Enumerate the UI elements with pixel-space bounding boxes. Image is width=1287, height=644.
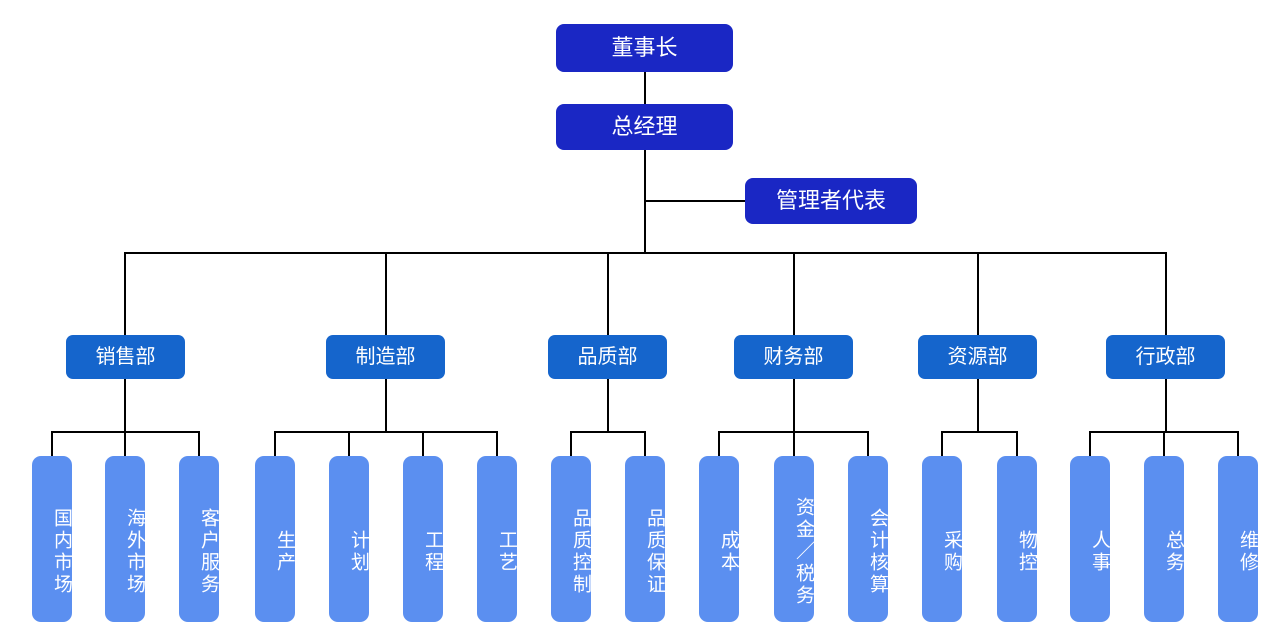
connector-sales-to-overseas-market: [124, 431, 126, 456]
node-customer-service[interactable]: 客户服务: [179, 456, 219, 622]
node-purchasing[interactable]: 采购: [922, 456, 962, 622]
connector-department-bus: [124, 252, 1166, 254]
connector-resources-stem: [977, 379, 979, 432]
node-quality-assurance-label: 品质保证: [644, 508, 665, 596]
connector-drop-sales: [124, 252, 126, 335]
connector-administration-stem: [1165, 379, 1167, 432]
connector-administration-to-general-affairs: [1163, 431, 1165, 456]
node-human-resources-label: 人事: [1089, 530, 1110, 574]
node-production[interactable]: 生产: [255, 456, 295, 622]
connector-quality-bus: [570, 431, 645, 433]
node-funds-tax[interactable]: 资金／税务: [774, 456, 814, 622]
node-finance-label: 财务部: [763, 345, 824, 368]
node-production-label: 生产: [274, 530, 295, 574]
node-domestic-market-label: 国内市场: [51, 508, 72, 596]
node-cost-label: 成本: [718, 530, 739, 574]
connector-manufacturing-to-production: [274, 431, 276, 456]
connector-drop-administration: [1165, 252, 1167, 335]
node-general-affairs-label: 总务: [1163, 530, 1184, 574]
node-funds-tax-label: 资金／税务: [793, 497, 814, 607]
connector-drop-resources: [977, 252, 979, 335]
node-quality-control[interactable]: 品质控制: [551, 456, 591, 622]
connector-drop-quality: [607, 252, 609, 335]
node-domestic-market[interactable]: 国内市场: [32, 456, 72, 622]
connector-sales-to-domestic-market: [51, 431, 53, 456]
node-quality[interactable]: 品质部: [548, 335, 667, 379]
connector-finance-to-funds-tax: [793, 431, 795, 456]
node-planning-label: 计划: [348, 530, 369, 574]
connector-drop-finance: [793, 252, 795, 335]
node-process[interactable]: 工艺: [477, 456, 517, 622]
node-management-representative-label: 管理者代表: [775, 188, 886, 214]
node-cost[interactable]: 成本: [699, 456, 739, 622]
node-sales[interactable]: 销售部: [66, 335, 185, 379]
node-quality-control-label: 品质控制: [570, 508, 591, 596]
node-administration[interactable]: 行政部: [1106, 335, 1225, 379]
node-human-resources[interactable]: 人事: [1070, 456, 1110, 622]
connector-manufacturing-to-process: [496, 431, 498, 456]
connector-sales-to-customer-service: [198, 431, 200, 456]
node-process-label: 工艺: [496, 530, 517, 574]
connector-manufacturing-to-engineering: [422, 431, 424, 456]
node-purchasing-label: 采购: [941, 530, 962, 574]
node-material-control[interactable]: 物控: [997, 456, 1037, 622]
connector-resources-bus: [941, 431, 1017, 433]
node-accounting[interactable]: 会计核算: [848, 456, 888, 622]
node-manufacturing[interactable]: 制造部: [326, 335, 445, 379]
node-finance[interactable]: 财务部: [734, 335, 853, 379]
node-general-manager-label: 总经理: [611, 114, 678, 140]
connector-finance-stem: [793, 379, 795, 432]
connector-chairman-to-gm: [644, 72, 646, 104]
node-overseas-market[interactable]: 海外市场: [105, 456, 145, 622]
connector-administration-to-human-resources: [1089, 431, 1091, 456]
node-chairman-label: 董事长: [611, 35, 678, 61]
connector-manufacturing-to-planning: [348, 431, 350, 456]
node-engineering[interactable]: 工程: [403, 456, 443, 622]
connector-finance-to-cost: [718, 431, 720, 456]
node-general-affairs[interactable]: 总务: [1144, 456, 1184, 622]
connector-gm-to-management-rep: [644, 200, 745, 202]
node-resources-label: 资源部: [947, 345, 1008, 368]
node-general-manager[interactable]: 总经理: [556, 104, 733, 150]
node-accounting-label: 会计核算: [867, 508, 888, 596]
node-maintenance-label: 维修: [1237, 530, 1258, 574]
connector-quality-to-quality-assurance: [644, 431, 646, 456]
connector-finance-to-accounting: [867, 431, 869, 456]
connector-manufacturing-bus: [274, 431, 496, 433]
node-engineering-label: 工程: [422, 530, 443, 574]
node-resources[interactable]: 资源部: [918, 335, 1037, 379]
connector-manufacturing-stem: [385, 379, 387, 432]
connector-sales-stem: [124, 379, 126, 432]
node-maintenance[interactable]: 维修: [1218, 456, 1258, 622]
connector-drop-manufacturing: [385, 252, 387, 335]
connector-resources-to-purchasing: [941, 431, 943, 456]
node-overseas-market-label: 海外市场: [124, 508, 145, 596]
node-chairman[interactable]: 董事长: [556, 24, 733, 72]
node-management-representative[interactable]: 管理者代表: [745, 178, 917, 224]
node-sales-label: 销售部: [95, 345, 156, 368]
node-material-control-label: 物控: [1016, 530, 1037, 574]
node-manufacturing-label: 制造部: [355, 345, 416, 368]
node-planning[interactable]: 计划: [329, 456, 369, 622]
node-administration-label: 行政部: [1135, 345, 1196, 368]
node-quality-label: 品质部: [577, 345, 638, 368]
connector-quality-to-quality-control: [570, 431, 572, 456]
connector-resources-to-material-control: [1016, 431, 1018, 456]
node-quality-assurance[interactable]: 品质保证: [625, 456, 665, 622]
connector-quality-stem: [607, 379, 609, 432]
node-customer-service-label: 客户服务: [198, 508, 219, 596]
connector-administration-to-maintenance: [1237, 431, 1239, 456]
